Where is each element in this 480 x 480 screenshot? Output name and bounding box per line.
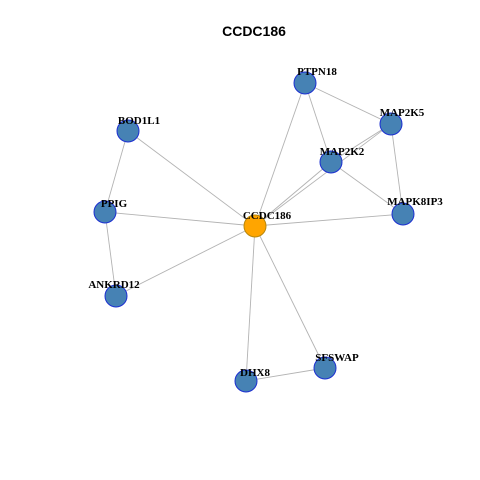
node-bod1l1 [116, 119, 140, 143]
edge-ptpn18-map2k5 [304, 82, 392, 125]
edge-ccdc186-mapk8ip3 [254, 213, 404, 227]
node-sfswap [313, 356, 337, 380]
node-map2k5 [379, 112, 403, 136]
edge-dhx8-sfswap [245, 367, 326, 382]
node-label-dhx8: DHX8 [240, 367, 270, 379]
node-label-map2k2: MAP2K2 [320, 146, 365, 158]
node-label-sfswap: SFSWAP [315, 352, 359, 364]
edges-group [104, 82, 404, 382]
node-label-bod1l1: BOD1L1 [118, 115, 160, 127]
edge-map2k5-map2k2 [330, 123, 392, 163]
diagram-title: CCDC186 [222, 23, 286, 39]
edge-ccdc186-map2k5 [254, 123, 392, 227]
edge-ccdc186-ppig [104, 211, 256, 227]
node-label-ccdc186: CCDC186 [243, 210, 292, 222]
edge-ccdc186-sfswap [254, 225, 326, 369]
node-ccdc186 [243, 214, 267, 238]
edge-map2k2-mapk8ip3 [330, 161, 404, 215]
edge-bod1l1-ppig [104, 130, 129, 213]
node-mapk8ip3 [391, 202, 415, 226]
edge-ccdc186-map2k2 [254, 161, 332, 227]
node-ppig [93, 200, 117, 224]
edge-ccdc186-ptpn18 [254, 82, 306, 227]
node-label-ptpn18: PTPN18 [297, 66, 337, 78]
node-ankrd12 [104, 284, 128, 308]
edge-ccdc186-bod1l1 [127, 130, 256, 227]
node-label-ankrd12: ANKRD12 [88, 279, 140, 291]
node-dhx8 [234, 369, 258, 393]
node-label-map2k5: MAP2K5 [380, 107, 425, 119]
node-map2k2 [319, 150, 343, 174]
node-label-ppig: PPIG [101, 198, 128, 210]
edge-map2k5-mapk8ip3 [390, 123, 404, 215]
edge-ccdc186-ankrd12 [115, 225, 256, 297]
node-label-mapk8ip3: MAPK8IP3 [387, 196, 443, 208]
edge-ptpn18-map2k2 [304, 82, 332, 163]
nodes-group [93, 71, 415, 393]
edge-ccdc186-dhx8 [245, 225, 256, 382]
edge-ppig-ankrd12 [104, 211, 117, 297]
node-ptpn18 [293, 71, 317, 95]
